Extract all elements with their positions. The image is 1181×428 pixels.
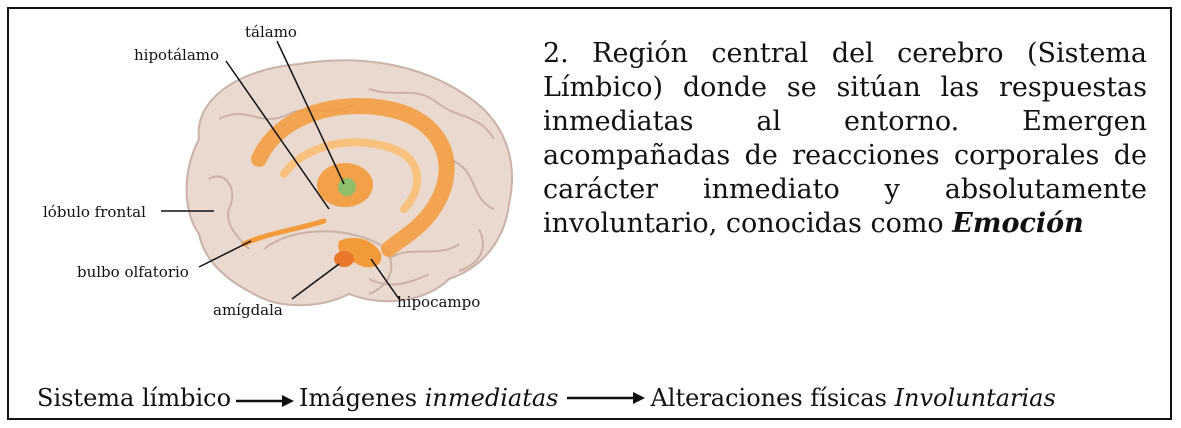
gyri-line [208, 175, 250, 250]
label-hipocampo: hipocampo [397, 293, 481, 311]
content-frame: tálamo hipotálamo lóbulo frontal bulbo o… [7, 7, 1172, 420]
brain-illustration: tálamo hipotálamo lóbulo frontal bulbo o… [9, 9, 549, 349]
flow-row: Sistema límbico Imágenes inmediatas Alte… [37, 381, 1056, 415]
leader-amigdala [291, 263, 340, 300]
leader-hipotalamo [225, 60, 330, 210]
label-amigdala: amígdala [213, 301, 283, 319]
flow-step-2-italic: inmediatas [424, 384, 559, 412]
temporal-lobe [263, 230, 393, 295]
hypothalamus-shape [338, 178, 356, 196]
label-bulbo-olfatorio: bulbo olfatorio [77, 263, 189, 281]
flow-step-3: Alteraciones físicas Involuntarias [650, 384, 1055, 412]
hippocampus-shape [338, 237, 382, 268]
limbic-arc [251, 98, 455, 257]
brain-image [161, 40, 513, 307]
flow-step-3-prefix: Alteraciones físicas [650, 384, 887, 412]
arrow-right-icon [567, 392, 646, 404]
leader-hipocampo [370, 258, 400, 300]
leader-talamo [276, 40, 345, 185]
emphasis-word: Emoción [952, 208, 1084, 239]
arrow-right-icon [236, 395, 295, 407]
gyri-line [458, 228, 484, 272]
gyri-line [368, 273, 430, 286]
flow-step-2-prefix: Imágenes [299, 384, 418, 412]
label-hipotalamo: hipotálamo [134, 46, 220, 64]
label-lobulo-frontal: lóbulo frontal [43, 203, 146, 221]
gyri-line [368, 88, 495, 140]
flow-step-2: Imágenes inmediatas [299, 384, 558, 412]
flow-step-3-italic: Involuntarias [894, 384, 1056, 412]
gyri-line [448, 158, 495, 210]
gyri-line [388, 243, 460, 260]
amygdala-shape [334, 251, 354, 267]
description-paragraph: 2. Región central del cerebro (Sistema L… [543, 37, 1147, 241]
leader-bulbo-olfatorio [198, 240, 252, 268]
description-text: 2. Región central del cerebro (Sistema L… [543, 38, 1147, 239]
flow-step-1: Sistema límbico [37, 384, 232, 412]
label-talamo: tálamo [245, 23, 297, 41]
fornix [280, 138, 422, 213]
